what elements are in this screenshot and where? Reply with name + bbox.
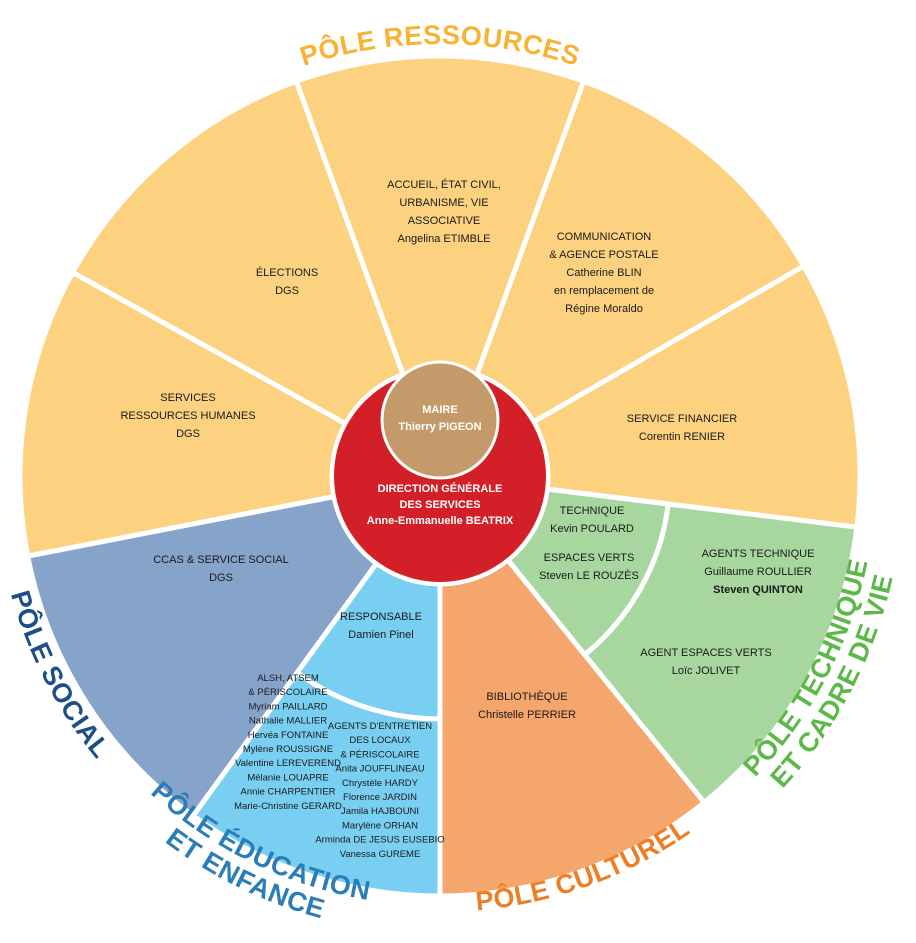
segment-line: COMMUNICATION bbox=[557, 231, 652, 243]
segment-line: URBANISME, VIE bbox=[399, 197, 488, 209]
segment-line: DGS bbox=[275, 285, 299, 297]
segment-line: Catherine BLIN bbox=[566, 267, 641, 279]
wheel-sectors bbox=[17, 53, 863, 899]
segment-line: Steven LE ROUZÈS bbox=[539, 569, 639, 582]
segment-line: & PÉRISCOLAIRE bbox=[248, 687, 327, 698]
segment-label-rh: SERVICES RESSOURCES HUMANES DGS bbox=[120, 392, 255, 440]
segment-line: Mélanie LOUAPRE bbox=[247, 772, 328, 783]
segment-line: TECHNIQUE bbox=[560, 505, 625, 517]
segment-line: Christelle PERRIER bbox=[478, 709, 576, 721]
segment-line: Marylène ORHAN bbox=[342, 820, 418, 831]
segment-label-elections: ÉLECTIONS DGS bbox=[256, 266, 318, 297]
segment-label-entretien: AGENTS D'ENTRETIEN DES LOCAUX & PÉRISCOLAI… bbox=[315, 721, 444, 860]
segment-line: Valentine LEREVEREND bbox=[235, 758, 341, 769]
segment-line: CCAS & SERVICE SOCIAL bbox=[153, 554, 289, 566]
maire-line: MAIRE bbox=[422, 404, 457, 416]
segment-line: SERVICE FINANCIER bbox=[627, 413, 737, 425]
maire-circle bbox=[380, 360, 500, 480]
segment-line: Anita JOUFFLINEAU bbox=[335, 764, 424, 775]
segment-label-alsh: ALSH, ATSEM & PÉRISCOLAIRE Myriam PAILLARD… bbox=[234, 673, 342, 812]
segment-label-communication: COMMUNICATION & AGENCE POSTALE Catherine B… bbox=[549, 231, 658, 315]
sector-technique-outer bbox=[581, 501, 860, 806]
segment-line: Marie-Christine GERARD bbox=[234, 801, 342, 812]
segment-line: AGENTS D'ENTRETIEN bbox=[328, 721, 432, 732]
segment-line: Nathalie MALLIER bbox=[249, 716, 327, 727]
segment-line: Chrystèle HARDY bbox=[342, 778, 419, 789]
segment-line: Annie CHARPENTIER bbox=[240, 787, 335, 798]
segment-line: en remplacement de bbox=[554, 285, 654, 297]
segment-line: ESPACES VERTS bbox=[544, 552, 635, 564]
segment-line: Florence JARDIN bbox=[343, 792, 417, 803]
segment-label-espaces-verts: ESPACES VERTS Steven LE ROUZÈS bbox=[539, 552, 639, 582]
segment-label-agent-espaces-verts: AGENT ESPACES VERTS Loïc JOLIVET bbox=[640, 647, 771, 677]
segment-line: Angelina ETIMBLE bbox=[398, 233, 491, 245]
segment-line: Steven QUINTON bbox=[713, 584, 803, 596]
segment-line: ACCUEIL, ÉTAT CIVIL, bbox=[387, 178, 501, 191]
segment-line: AGENTS TECHNIQUE bbox=[702, 548, 815, 560]
segment-line: RESSOURCES HUMANES bbox=[120, 410, 255, 422]
segment-label-agents-technique: AGENTS TECHNIQUE Guillaume ROULLIER Steven… bbox=[702, 548, 815, 596]
segment-line: & PÉRISCOLAIRE bbox=[340, 749, 419, 760]
segment-line: Jamila HAJBOUNI bbox=[341, 806, 419, 817]
maire-line: Thierry PIGEON bbox=[398, 421, 481, 433]
segment-label-technique: TECHNIQUE Kevin POULARD bbox=[550, 505, 634, 535]
sector-education-agents bbox=[189, 669, 443, 899]
segment-line: Vanessa GUREME bbox=[340, 849, 421, 860]
segment-line: Régine Moraldo bbox=[565, 303, 643, 315]
segment-line: Corentin RENIER bbox=[639, 431, 725, 443]
segment-line: & AGENCE POSTALE bbox=[549, 249, 658, 261]
segment-label-responsable: RESPONSABLE Damien Pinel bbox=[340, 611, 422, 641]
segment-line: Kevin POULARD bbox=[550, 523, 634, 535]
segment-line: ASSOCIATIVE bbox=[408, 215, 481, 227]
segment-line: AGENT ESPACES VERTS bbox=[640, 647, 771, 659]
segment-line: RESPONSABLE bbox=[340, 611, 422, 623]
direction-line: Anne-Emmanuelle BEATRIX bbox=[367, 515, 514, 527]
segment-line: DGS bbox=[209, 572, 233, 584]
segment-label-bibliotheque: BIBLIOTHÈQUE Christelle PERRIER bbox=[478, 690, 576, 721]
segment-line: ALSH, ATSEM bbox=[257, 673, 319, 684]
maire-label: MAIRE Thierry PIGEON bbox=[398, 404, 481, 433]
segment-label-financier: SERVICE FINANCIER Corentin RENIER bbox=[627, 413, 737, 443]
segment-label-accueil: ACCUEIL, ÉTAT CIVIL, URBANISME, VIE ASSOCI… bbox=[387, 178, 501, 245]
direction-label: DIRECTION GÉNÉRALE DES SERVICES Anne-Emman… bbox=[367, 482, 514, 527]
segment-line: Guillaume ROULLIER bbox=[704, 566, 812, 578]
segment-line: ÉLECTIONS bbox=[256, 266, 318, 279]
segment-line: Hervéa FONTAINE bbox=[248, 730, 329, 741]
segment-label-ccas: CCAS & SERVICE SOCIAL DGS bbox=[153, 554, 289, 584]
segment-line: Myriam PAILLARD bbox=[248, 701, 327, 712]
segment-line: BIBLIOTHÈQUE bbox=[486, 690, 567, 703]
segment-line: DES LOCAUX bbox=[349, 735, 411, 746]
segment-line: SERVICES bbox=[160, 392, 215, 404]
segment-line: Loïc JOLIVET bbox=[672, 665, 741, 677]
segment-line: DGS bbox=[176, 428, 200, 440]
direction-line: DIRECTION GÉNÉRALE bbox=[378, 482, 503, 495]
direction-line: DES SERVICES bbox=[399, 499, 480, 511]
segment-labels: SERVICES RESSOURCES HUMANES DGS ÉLECTIONS DG… bbox=[120, 178, 814, 860]
segment-line: Arminda DE JESUS EUSEBIO bbox=[315, 835, 444, 846]
segment-line: Mylène ROUSSIGNE bbox=[243, 744, 333, 755]
segment-line: Damien Pinel bbox=[348, 629, 413, 641]
center-group: MAIRE Thierry PIGEON DIRECTION GÉNÉRALE DES… bbox=[330, 360, 550, 586]
